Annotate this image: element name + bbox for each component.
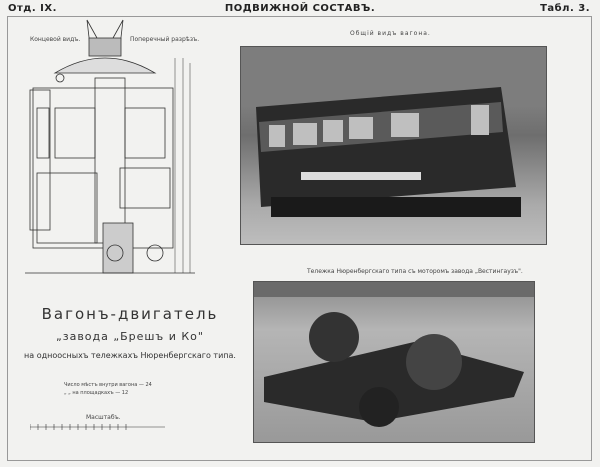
bottom-photo-caption: Тележка Нюренбергскаго типа съ моторомъ … [307, 268, 523, 275]
bogie-photo [253, 281, 535, 443]
scale-label: Масштабъ. [86, 414, 121, 421]
page-frame [7, 16, 592, 461]
seats-inside: Число мѣстъ внутри вагона — 24 [64, 382, 152, 388]
section-label: Отд. IX. [8, 3, 57, 14]
end-view-label: Концевой видъ. [30, 36, 81, 43]
tram-car-image [241, 47, 546, 217]
car-title: Вагонъ-двигатель [41, 305, 219, 323]
page-title: ПОДВИЖНОЙ СОСТАВЪ. [224, 3, 376, 14]
cross-section-label: Поперечный разрѣзъ. [130, 36, 200, 43]
car-subtitle: на одноосныхъ тележкахъ Нюренбергскаго т… [24, 351, 236, 360]
tram-photo [240, 46, 547, 245]
scale-bar [30, 424, 165, 430]
top-photo-caption: Общiй видъ вагона. [350, 30, 431, 37]
tram-cross-section-drawing [25, 19, 195, 274]
seats-platform: „ „ на площадкахъ — 12 [64, 390, 129, 396]
bogie-image [254, 282, 534, 427]
car-maker: „завода „Брешъ и Ко" [56, 330, 204, 343]
table-label: Табл. 3. [540, 3, 590, 14]
